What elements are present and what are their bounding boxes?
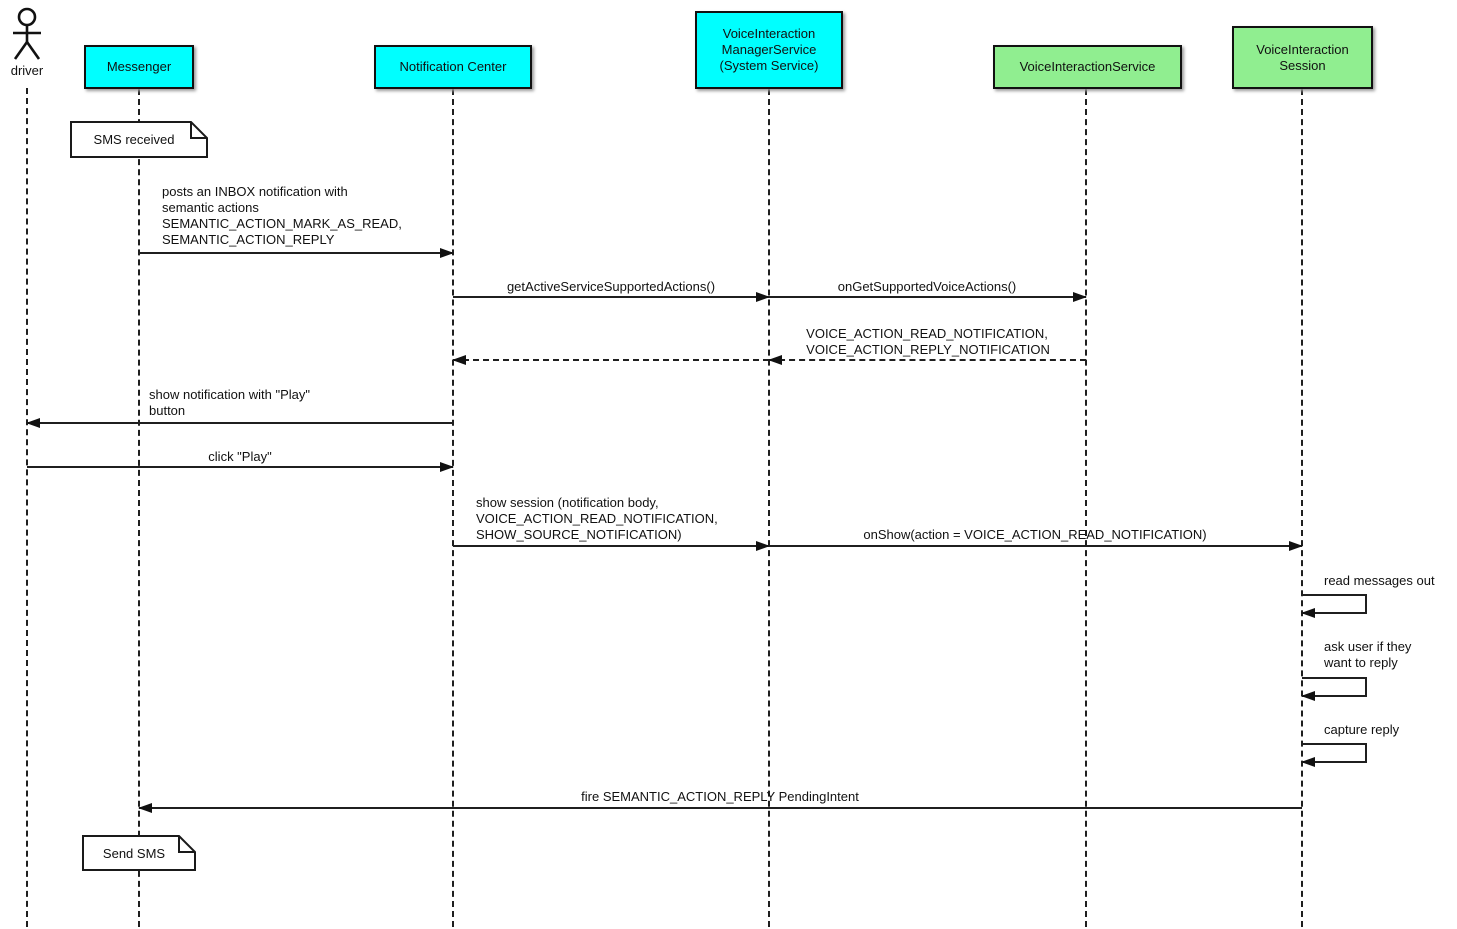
participant-label-line: VoiceInteraction	[1256, 41, 1349, 57]
label-line: ask user if they	[1324, 639, 1412, 654]
message-arrow-post-notification	[139, 248, 454, 258]
lifeline-voice-interaction-manager-service	[768, 89, 770, 927]
person-icon	[13, 7, 41, 60]
label-line: VOICE_ACTION_REPLY_NOTIFICATION	[806, 342, 1050, 357]
message-label-on-get-supported: onGetSupportedVoiceActions()	[837, 279, 1017, 294]
message-label-post-notification: posts an INBOX notification with semanti…	[162, 184, 402, 248]
label-line: SEMANTIC_ACTION_MARK_AS_READ,	[162, 216, 402, 231]
message-label-capture-reply: capture reply	[1324, 722, 1400, 737]
message-arrow-on-show	[769, 541, 1303, 551]
participant-label-line: (System Service)	[719, 58, 819, 73]
message-label-click-play: click "Play"	[208, 449, 272, 464]
message-label-show-notification: show notification with "Play" button	[149, 387, 310, 419]
participant-label-line: ManagerService	[721, 42, 817, 57]
note-text: Send SMS	[102, 845, 166, 861]
participant-voice-interaction-manager-service: VoiceInteraction ManagerService (System …	[695, 11, 843, 89]
message-arrow-show-session	[453, 541, 770, 551]
label-line: VOICE_ACTION_READ_NOTIFICATION,	[806, 326, 1048, 341]
self-message-ask-user	[1301, 677, 1367, 701]
message-arrow-on-get-supported	[769, 292, 1087, 302]
arrowhead-icon	[1289, 541, 1303, 551]
label-line: posts an INBOX notification with	[162, 184, 348, 199]
arrowhead-icon	[440, 248, 454, 258]
actor-label: driver	[10, 63, 44, 78]
note-text: SMS received	[93, 132, 175, 147]
actor-driver: driver	[4, 7, 50, 78]
participant-label: VoiceInteractionService	[1019, 59, 1156, 74]
arrowhead-icon	[756, 292, 770, 302]
self-message-read-messages	[1301, 594, 1367, 618]
message-label-fire-reply: fire SEMANTIC_ACTION_REPLY PendingIntent	[581, 789, 859, 804]
arrowhead-icon	[756, 541, 770, 551]
message-arrow-fire-reply	[138, 803, 1302, 813]
arrowhead-icon	[440, 462, 454, 472]
note-send-sms: Send SMS	[82, 835, 196, 871]
lifeline-messenger	[138, 89, 140, 927]
participant-label: Messenger	[106, 59, 172, 74]
message-arrow-show-notification	[26, 418, 453, 428]
message-arrow-click-play	[27, 462, 454, 472]
message-label-ask-user: ask user if they want to reply	[1324, 639, 1411, 671]
note-sms-received: SMS received	[70, 121, 208, 158]
participant-voice-interaction-session: VoiceInteraction Session	[1232, 26, 1373, 89]
label-line: semantic actions	[162, 200, 259, 215]
arrowhead-icon	[768, 355, 782, 365]
note-shape	[70, 121, 208, 158]
label-line: show session (notification body,	[476, 495, 659, 510]
message-label-show-session: show session (notification body, VOICE_A…	[476, 495, 718, 543]
note-shape	[82, 835, 196, 871]
label-line: SEMANTIC_ACTION_REPLY	[162, 232, 335, 247]
return-arrow-voice-actions-to-notification-center	[452, 355, 769, 365]
lifeline-voice-interaction-service	[1085, 89, 1087, 927]
message-label-voice-actions-return: VOICE_ACTION_READ_NOTIFICATION, VOICE_AC…	[806, 326, 1050, 358]
label-line: show notification with "Play"	[149, 387, 310, 402]
label-line: button	[149, 403, 186, 418]
participant-label-line: VoiceInteraction	[722, 26, 816, 41]
message-label-read-messages: read messages out	[1324, 573, 1435, 588]
label-line: SHOW_SOURCE_NOTIFICATION)	[476, 527, 682, 542]
arrowhead-icon	[452, 355, 466, 365]
lifeline-notification-center	[452, 89, 454, 927]
participant-label: Notification Center	[399, 59, 507, 74]
return-arrow-voice-actions-to-manager	[768, 355, 1086, 365]
message-label-get-active-actions: getActiveServiceSupportedActions()	[506, 279, 716, 294]
arrowhead-icon	[26, 418, 40, 428]
participant-notification-center: Notification Center	[374, 45, 532, 89]
participant-voice-interaction-service: VoiceInteractionService	[993, 45, 1182, 89]
message-label-on-show: onShow(action = VOICE_ACTION_READ_NOTIFI…	[863, 527, 1207, 542]
label-line: VOICE_ACTION_READ_NOTIFICATION,	[476, 511, 718, 526]
arrowhead-icon	[138, 803, 152, 813]
lifeline-voice-interaction-session	[1301, 89, 1303, 927]
message-arrow-get-active-actions	[453, 292, 770, 302]
lifeline-driver	[26, 88, 28, 927]
label-line: want to reply	[1324, 655, 1398, 670]
arrowhead-icon	[1073, 292, 1087, 302]
participant-label-line: Session	[1279, 57, 1326, 73]
self-message-capture-reply	[1301, 743, 1367, 767]
participant-messenger: Messenger	[84, 45, 194, 89]
